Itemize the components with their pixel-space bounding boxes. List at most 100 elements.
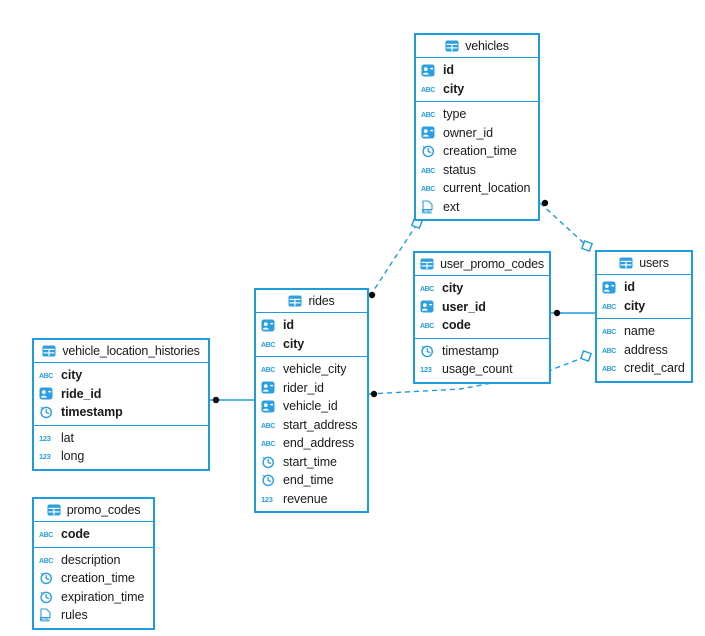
column-name: timestamp [442,343,499,358]
column-name: vehicle_city [283,362,347,376]
text-type-icon: ABC [602,361,620,376]
column-name: id [283,318,294,332]
table-header[interactable]: vehicles [416,35,538,58]
column-row-id[interactable]: id [256,316,367,335]
time-type-icon [420,343,438,358]
column-name: address [624,342,668,357]
id-type-icon [602,280,620,295]
relationship-vehicles-users[interactable] [539,202,588,247]
column-name: revenue [283,491,328,506]
column-name: id [624,280,635,294]
time-type-icon [39,405,57,420]
text-type-icon: ABC [602,342,620,357]
svg-text:ABC: ABC [39,532,53,539]
relationship-rides-users[interactable] [368,356,586,395]
table-header[interactable]: promo_codes [34,499,153,522]
table-icon [42,344,57,359]
id-type-icon [421,125,439,140]
column-row-owner_id[interactable]: owner_id [416,124,538,143]
column-name: ride_id [61,386,102,401]
svg-text:123: 123 [420,365,432,374]
column-row-vehicle_id[interactable]: vehicle_id [256,397,367,416]
relationship-square-marker [580,239,594,253]
id-type-icon [39,386,57,401]
time-type-icon [39,589,57,604]
svg-text:ABC: ABC [261,367,275,374]
column-row-start_time[interactable]: start_time [256,453,367,472]
table-header[interactable]: vehicle_location_histories [34,340,208,363]
time-type-icon [261,454,279,469]
column-row-vehicle_city[interactable]: ABC vehicle_city [256,360,367,379]
time-type-icon [421,144,439,159]
column-row-id[interactable]: id [597,278,691,297]
column-row-timestamp[interactable]: timestamp [34,403,208,422]
column-row-address[interactable]: ABC address [597,341,691,360]
time-type-icon [39,571,57,586]
column-row-user_id[interactable]: user_id [415,298,549,317]
svg-text:ABC: ABC [39,558,53,565]
text-type-icon: ABC [261,362,279,377]
column-row-end_time[interactable]: end_time [256,471,367,490]
svg-text:ABC: ABC [261,441,275,448]
column-row-rider_id[interactable]: rider_id [256,379,367,398]
id-type-icon [261,399,279,414]
column-row-creation_time[interactable]: creation_time [34,569,153,588]
svg-text:ABC: ABC [420,286,434,293]
table-title: vehicles [465,39,509,53]
column-name: id [443,63,454,77]
table-header[interactable]: rides [256,290,367,313]
svg-text:ABC: ABC [602,366,616,373]
table-title: users [639,256,669,270]
column-row-timestamp[interactable]: timestamp [415,342,549,361]
svg-text:ABC: ABC [421,87,435,94]
relationship-dot-marker [368,291,376,299]
column-name: user_id [442,299,486,314]
relationship-rides-vehicles[interactable] [369,223,418,297]
column-name: end_time [283,473,334,487]
column-row-expiration_time[interactable]: expiration_time [34,588,153,607]
text-type-icon: ABC [421,181,439,196]
table-header[interactable]: user_promo_codes [415,253,549,276]
column-row-ride_id[interactable]: ride_id [34,385,208,404]
table-header[interactable]: users [597,252,691,275]
number-type-icon: 123 [261,491,279,506]
column-row-creation_time[interactable]: creation_time [416,142,538,161]
column-row-revenue[interactable]: 123 revenue [256,490,367,509]
column-name: owner_id [443,125,493,140]
svg-text:123: 123 [39,452,51,461]
relationship-dot-marker [541,199,549,207]
id-type-icon [261,380,279,395]
column-name: rider_id [283,380,324,395]
column-row-id[interactable]: id [416,61,538,80]
text-type-icon: ABC [421,107,439,122]
